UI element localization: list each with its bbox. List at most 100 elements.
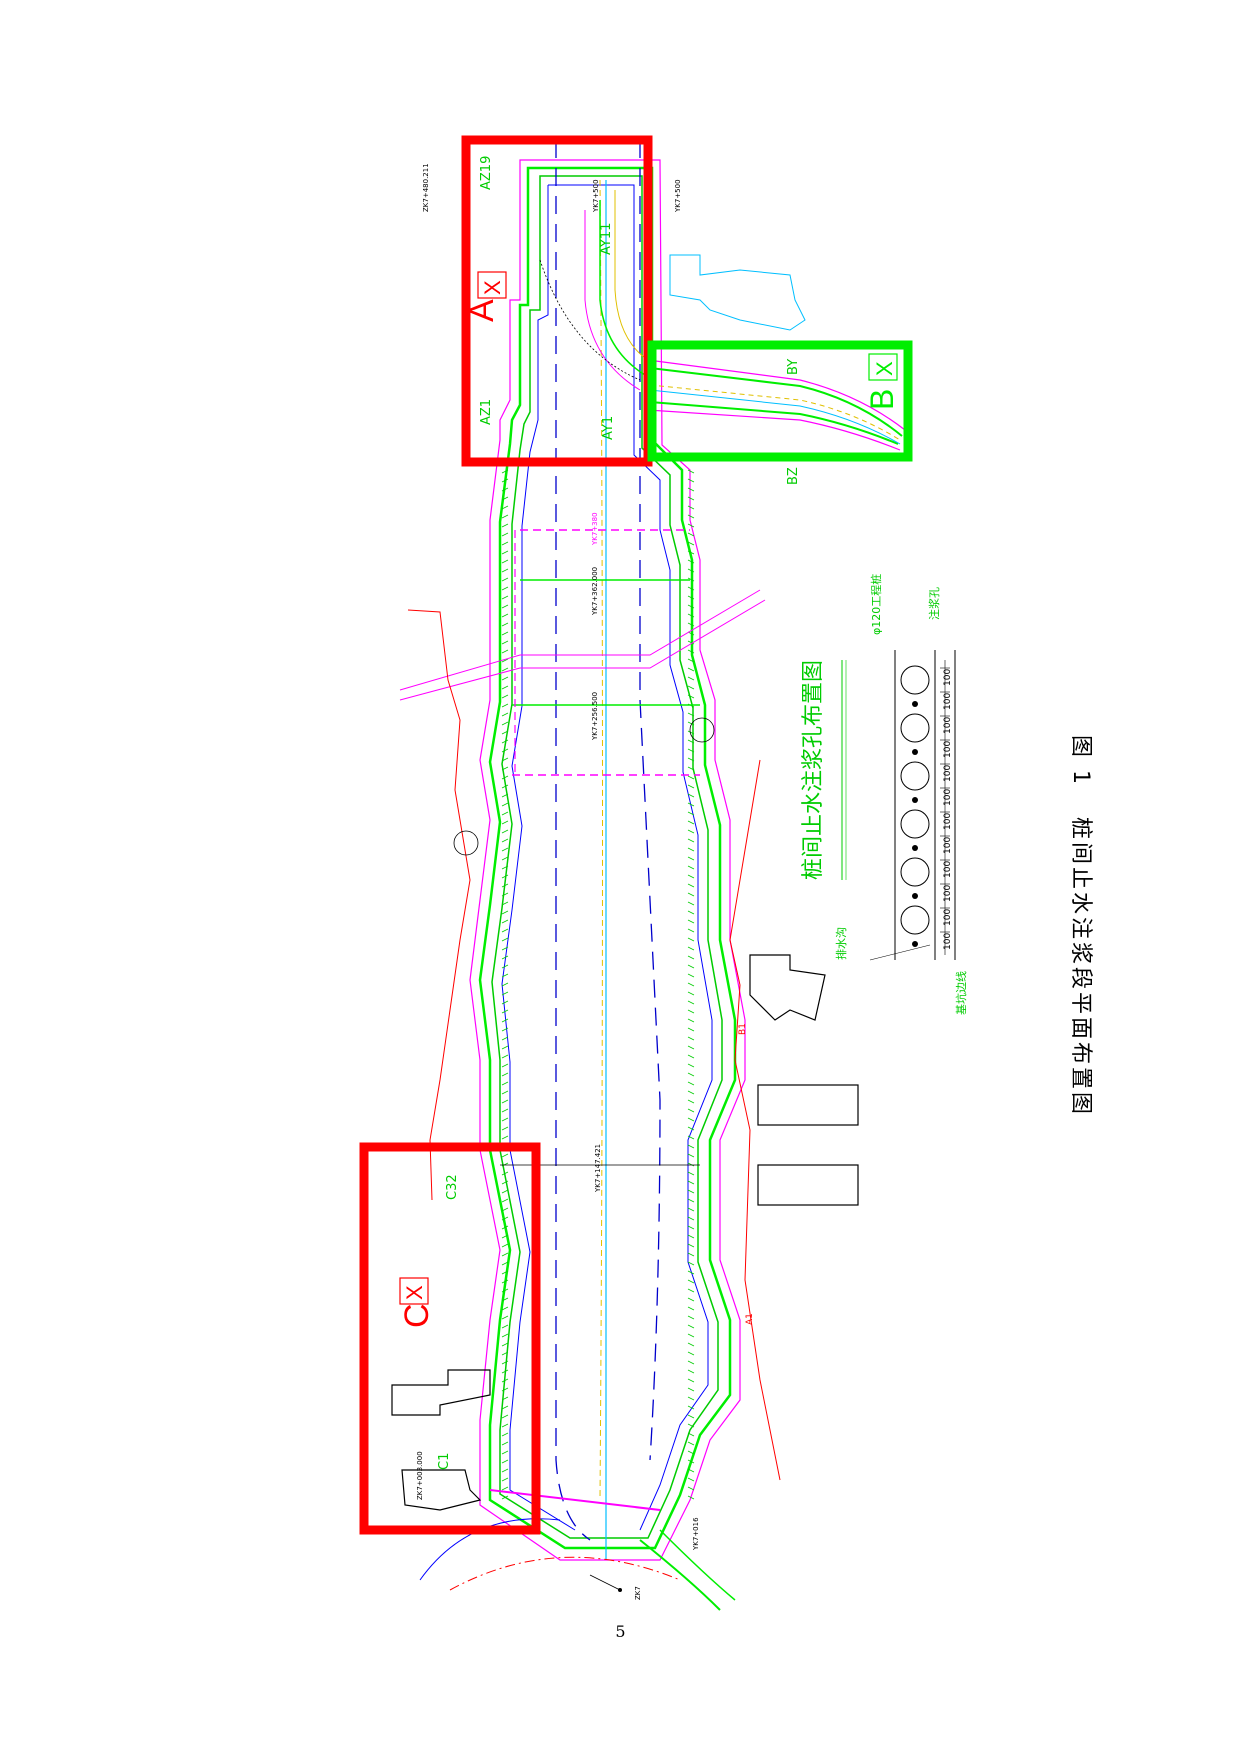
hatch-tick [501, 1414, 509, 1419]
hatch-tick [687, 1441, 695, 1446]
zone-c-box[interactable]: C X [359, 1142, 541, 1535]
hatch-tick [501, 595, 509, 600]
hatch-tick [501, 775, 509, 780]
hatch-tick [501, 1315, 509, 1320]
label-yk7-256: YK7+256.500 [591, 692, 599, 741]
hatch-tick [687, 1342, 695, 1347]
hatch-tick [687, 721, 695, 726]
hatch-tick [687, 1324, 695, 1329]
hatch-tick [501, 1477, 509, 1482]
hatch-tick [501, 964, 509, 969]
hatch-tick [687, 937, 695, 942]
label-ay1: AY1 [601, 416, 616, 440]
boundary-labels: A1 B1 [738, 1023, 755, 1325]
hatch-tick [501, 523, 509, 528]
hatch-tick [687, 802, 695, 807]
hatch-tick [687, 667, 695, 672]
hatch-tick [501, 559, 509, 564]
inset-spacing-label: 100 [943, 909, 953, 926]
hatch-tick [687, 784, 695, 789]
hatch-tick [687, 523, 695, 528]
hatch-tick [687, 856, 695, 861]
hatch-tick [501, 739, 509, 744]
hatch-tick [687, 1009, 695, 1014]
label-by: BY [786, 359, 801, 375]
label-b1: B1 [738, 1023, 748, 1035]
zone-a-mark: X [480, 280, 505, 295]
hatch-tick [687, 1360, 695, 1365]
zone-c-mark-box [399, 1277, 429, 1305]
hatch-tick [687, 1108, 695, 1113]
hatch-tick [501, 910, 509, 915]
hatch-tick [501, 829, 509, 834]
inset-pile [900, 905, 930, 935]
inset-spacing-label: 100 [943, 741, 953, 758]
inset-pile [900, 761, 930, 791]
wall-hatch-ticks [501, 469, 695, 1500]
cyan-building [669, 254, 806, 331]
hatch-tick [687, 1468, 695, 1473]
zone-a-mark-box [477, 271, 507, 299]
hatch-tick [501, 1126, 509, 1131]
hatch-tick [687, 1486, 695, 1491]
hatch-tick [687, 748, 695, 753]
hatch-tick [501, 712, 509, 717]
hatch-tick [501, 721, 509, 726]
hatch-tick [501, 1342, 509, 1347]
hatch-tick [687, 1432, 695, 1437]
zone-a-box[interactable]: A X [461, 135, 653, 467]
hatch-tick [687, 829, 695, 834]
hatch-tick [501, 1396, 509, 1401]
hatch-tick [687, 757, 695, 762]
inset-spacing-label: 100 [943, 813, 953, 830]
hatch-tick [501, 901, 509, 906]
hatch-tick [501, 1108, 509, 1113]
hatch-tick [687, 595, 695, 600]
hatch-tick [687, 1126, 695, 1131]
hatch-tick [687, 1027, 695, 1032]
hatch-tick [501, 1162, 509, 1167]
label-yk7-500: YK7+500 [674, 179, 682, 213]
hatch-tick [687, 1063, 695, 1068]
inset-grout-hole [912, 845, 918, 851]
label-a1: A1 [745, 1313, 755, 1325]
hatch-tick [501, 1378, 509, 1383]
hatch-tick [687, 982, 695, 987]
hatch-tick [501, 1135, 509, 1140]
inset-spacing-label: 100 [943, 717, 953, 734]
hatch-tick [687, 1243, 695, 1248]
hatch-tick [687, 685, 695, 690]
hatch-tick [687, 1333, 695, 1338]
hatch-tick [501, 865, 509, 870]
inset-pile [900, 713, 930, 743]
zone-b-box[interactable]: B X [647, 340, 913, 462]
hatch-tick [687, 604, 695, 609]
hatch-tick [501, 955, 509, 960]
property-boundary [407, 609, 781, 1481]
label-yk7-147: YK7+147.421 [594, 1144, 602, 1193]
hatch-tick [687, 712, 695, 717]
hatch-tick [687, 1171, 695, 1176]
hatch-tick [501, 874, 509, 879]
track-centerlines [555, 140, 661, 1560]
zone-b-mark-box [868, 353, 898, 381]
inset-grout-hole [912, 701, 918, 707]
label-bz: BZ [786, 467, 801, 485]
hatch-tick [501, 1369, 509, 1374]
hatch-tick [687, 730, 695, 735]
label-az1: AZ1 [479, 399, 494, 425]
inset-spacing-label: 100 [943, 861, 953, 878]
hatch-tick [501, 1180, 509, 1185]
hatch-tick [687, 550, 695, 555]
inset-pile-label: φ120工程桩 [869, 574, 883, 635]
label-c1: C1 [437, 1453, 452, 1470]
label-zk7-480: ZK7+480.211 [422, 163, 430, 212]
hatch-tick [687, 514, 695, 519]
label-zk7-003: ZK7+003.000 [416, 1451, 424, 1500]
hatch-tick [687, 1495, 695, 1500]
inset-pile [900, 809, 930, 839]
hatch-tick [687, 1162, 695, 1167]
hatch-tick [687, 820, 695, 825]
hatch-tick [687, 649, 695, 654]
